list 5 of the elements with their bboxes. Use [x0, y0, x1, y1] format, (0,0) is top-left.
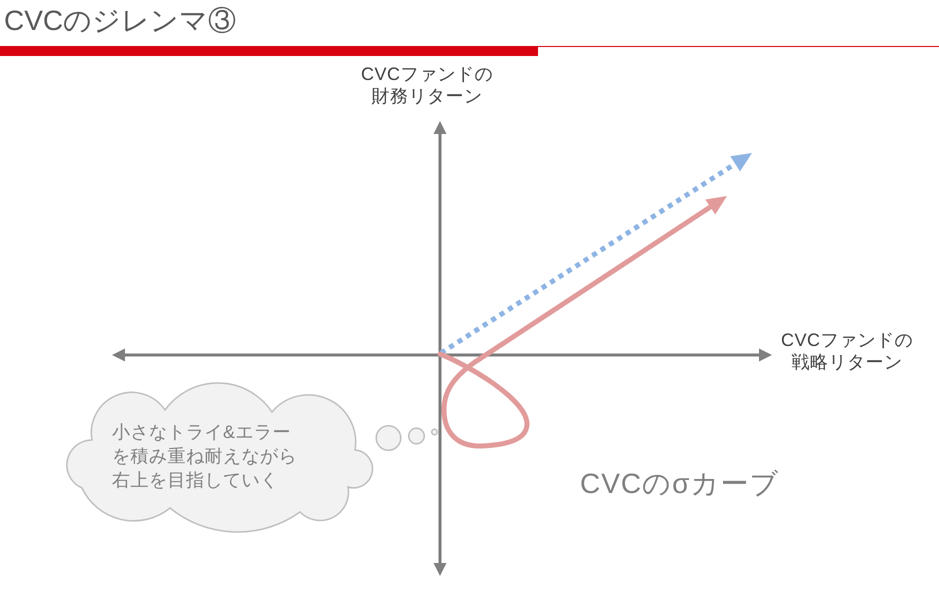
cloud-text: 小さなトライ&エラーを積み重ね耐えながら右上を目指していく	[112, 421, 298, 492]
slide-title: CVCのジレンマ③	[4, 4, 236, 38]
axis-label: CVCファンドの戦略リターン	[780, 329, 914, 373]
axis-label: CVCファンドの財務リターン	[360, 63, 494, 107]
curve-label: CVCのσカーブ	[580, 467, 780, 501]
